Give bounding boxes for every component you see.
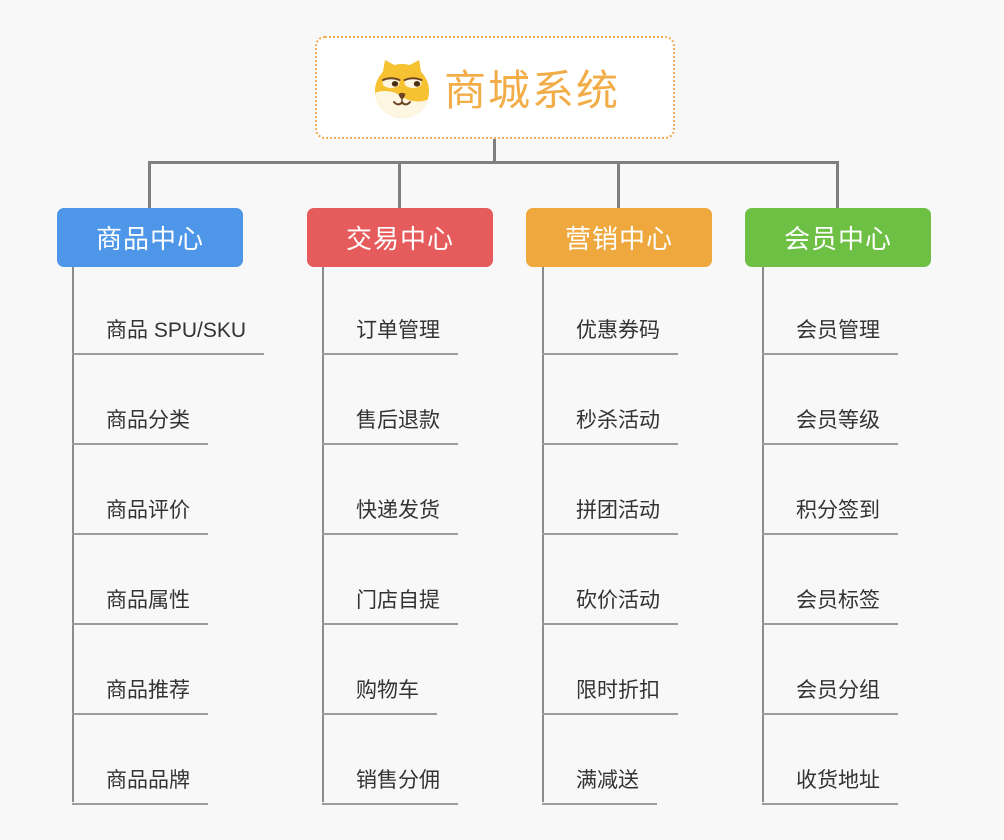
subtopic-node[interactable]: 会员标签 — [762, 587, 898, 625]
subtopic-node[interactable]: 快递发货 — [322, 497, 458, 535]
connector-line — [493, 139, 496, 164]
connector-line — [617, 161, 620, 208]
subtopic-node[interactable]: 会员管理 — [762, 317, 898, 355]
subtopic-node[interactable]: 售后退款 — [322, 407, 458, 445]
connector-line — [836, 161, 839, 208]
subtopic-column-marketing: 优惠券码 秒杀活动 拼团活动 砍价活动 限时折扣 满减送 — [542, 267, 678, 805]
subtopic-column-member: 会员管理 会员等级 积分签到 会员标签 会员分组 收货地址 — [762, 267, 898, 805]
subtopic-node[interactable]: 限时折扣 — [542, 677, 678, 715]
subtopic-node[interactable]: 收货地址 — [762, 767, 898, 805]
subtopic-node[interactable]: 门店自提 — [322, 587, 458, 625]
subtopic-node[interactable]: 秒杀活动 — [542, 407, 678, 445]
subtopic-node[interactable]: 商品评价 — [72, 497, 208, 535]
subtopic-node[interactable]: 满减送 — [542, 767, 657, 805]
subtopic-node[interactable]: 商品推荐 — [72, 677, 208, 715]
subtopic-node[interactable]: 商品品牌 — [72, 767, 208, 805]
subtopic-node[interactable]: 砍价活动 — [542, 587, 678, 625]
subtopic-column-trade: 订单管理 售后退款 快递发货 门店自提 购物车 销售分佣 — [322, 267, 458, 805]
branch-node-member-center[interactable]: 会员中心 — [745, 208, 931, 267]
subtopic-column-product: 商品 SPU/SKU 商品分类 商品评价 商品属性 商品推荐 商品品牌 — [72, 267, 265, 805]
root-topic-node[interactable]: 商城系统 — [315, 36, 675, 139]
branch-node-marketing-center[interactable]: 营销中心 — [526, 208, 712, 267]
subtopic-node[interactable]: 积分签到 — [762, 497, 898, 535]
subtopic-node[interactable]: 优惠券码 — [542, 317, 678, 355]
root-topic-title: 商城系统 — [443, 67, 620, 114]
subtopic-node[interactable]: 拼团活动 — [542, 497, 678, 535]
shiba-dog-icon — [374, 59, 429, 118]
subtopic-node[interactable]: 购物车 — [322, 677, 437, 715]
subtopic-node[interactable]: 商品 SPU/SKU — [72, 317, 265, 355]
subtopic-node[interactable]: 会员分组 — [762, 677, 898, 715]
subtopic-node[interactable]: 商品属性 — [72, 587, 208, 625]
branch-node-trade-center[interactable]: 交易中心 — [307, 208, 493, 267]
connector-line — [148, 161, 839, 164]
subtopic-node[interactable]: 商品分类 — [72, 407, 208, 445]
connector-line — [148, 161, 151, 208]
subtopic-node[interactable]: 销售分佣 — [322, 767, 458, 805]
connector-line — [398, 161, 401, 208]
branch-node-product-center[interactable]: 商品中心 — [57, 208, 243, 267]
subtopic-node[interactable]: 订单管理 — [322, 317, 458, 355]
subtopic-node[interactable]: 会员等级 — [762, 407, 898, 445]
